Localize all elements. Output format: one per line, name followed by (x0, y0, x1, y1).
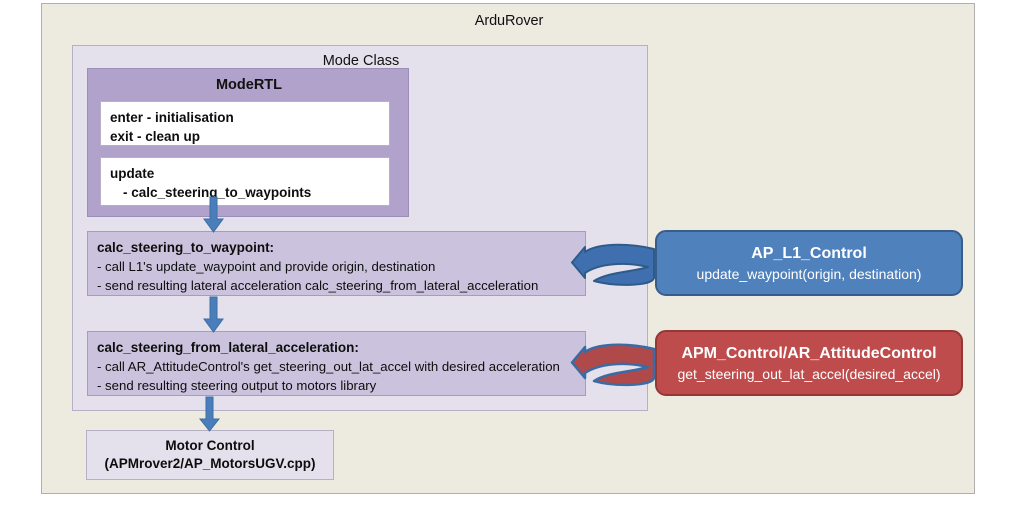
enter-exit-box: enter - initialisation exit - clean up (100, 101, 390, 146)
update-calc-steering-line: - calc_steering_to_waypoints (123, 185, 312, 200)
mode-class-title: Mode Class (322, 53, 400, 69)
ap-l1-control-method: update_waypoint(origin, destination) (696, 265, 922, 282)
motor-control-title: Motor Control (165, 438, 255, 453)
update-box: update - calc_steering_to_waypoints (100, 157, 390, 206)
calc-steering-from-lateral-acceleration-heading: calc_steering_from_lateral_acceleration: (97, 340, 359, 355)
calc-steering-to-waypoint-item-1: - call L1's update_waypoint and provide … (97, 259, 436, 274)
apm-control-attitude-control-box: APM_Control/AR_AttitudeControl get_steer… (655, 330, 963, 396)
motor-control-path: (APMrover2/AP_MotorsUGV.cpp) (104, 456, 316, 471)
apm-control-title: APM_Control/AR_AttitudeControl (681, 344, 937, 362)
calc-steering-to-waypoint-item-2: - send resulting lateral acceleration ca… (97, 278, 539, 293)
ap-l1-control-box: AP_L1_Control update_waypoint(origin, de… (655, 230, 963, 296)
calc-steering-to-waypoint-box: calc_steering_to_waypoint: - call L1's u… (87, 231, 586, 296)
calc-steering-from-lateral-acceleration-box: calc_steering_from_lateral_acceleration:… (87, 331, 586, 396)
apm-control-method: get_steering_out_lat_accel(desired_accel… (677, 365, 941, 382)
update-line: update (110, 166, 155, 181)
calc-steering-from-lateral-acceleration-item-1: - call AR_AttitudeControl's get_steering… (97, 359, 560, 374)
calc-steering-to-waypoint-heading: calc_steering_to_waypoint: (97, 240, 275, 255)
ardurover-title: ArduRover (474, 13, 544, 29)
mode-rtl-title: ModeRTL (215, 77, 283, 93)
enter-line: enter - initialisation (110, 110, 234, 125)
ap-l1-control-title: AP_L1_Control (751, 244, 867, 262)
calc-steering-from-lateral-acceleration-item-2: - send resulting steering output to moto… (97, 378, 377, 393)
motor-control-box: Motor Control (APMrover2/AP_MotorsUGV.cp… (86, 430, 334, 480)
exit-line: exit - clean up (110, 129, 201, 144)
